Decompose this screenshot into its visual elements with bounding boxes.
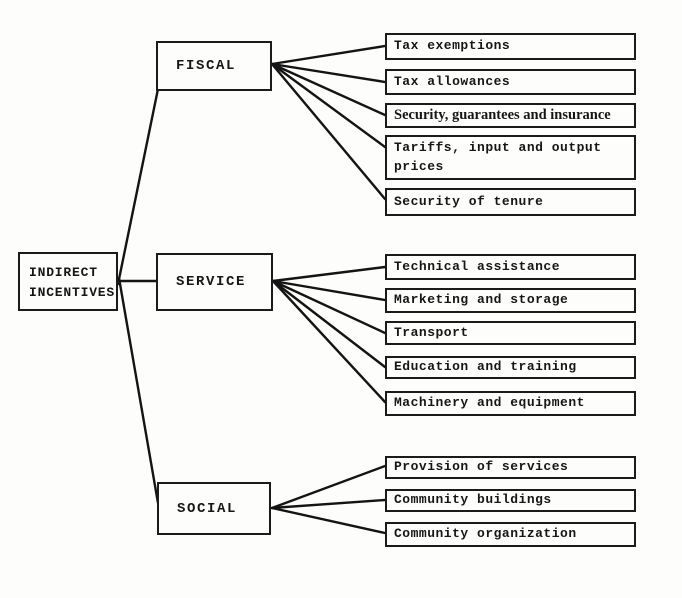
- leaf-label: Tax exemptions: [394, 38, 511, 54]
- leaf-label: Education and training: [394, 359, 577, 375]
- leaf-label: Provision of services: [394, 459, 569, 475]
- leaf-technical-assistance: Technical assistance: [385, 254, 636, 280]
- branch-label-social: SOCIAL: [177, 500, 238, 517]
- branch-node-service: SERVICE: [156, 253, 273, 311]
- root-label-line1: INDIRECT: [29, 265, 98, 280]
- leaf-label: Transport: [394, 324, 469, 340]
- branch-label-fiscal: FISCAL: [176, 58, 237, 74]
- line-service-leaf1: [271, 265, 387, 283]
- line-fiscal-leaf1: [270, 44, 387, 66]
- branch-node-social: SOCIAL: [157, 482, 271, 535]
- line-service-leaf3: [271, 279, 387, 335]
- line-fiscal-leaf2: [270, 62, 387, 84]
- leaf-education-and-training: Education and training: [385, 356, 636, 379]
- leaf-tax-exemptions: Tax exemptions: [385, 33, 636, 60]
- line-fiscal-leaf5: [270, 62, 387, 201]
- line-social-leaf3: [270, 506, 387, 535]
- leaf-label: Security, guarantees and insurance: [394, 107, 611, 123]
- leaf-tax-allowances: Tax allowances: [385, 69, 636, 95]
- leaf-provision-of-services: Provision of services: [385, 456, 636, 479]
- root-node-indirect-incentives: INDIRECT INCENTIVES: [18, 252, 118, 311]
- leaf-community-organization: Community organization: [385, 522, 636, 547]
- leaf-label: Tax allowances: [394, 73, 511, 89]
- leaf-label: Community buildings: [394, 492, 552, 508]
- line-root-social: [117, 276, 160, 505]
- line-fiscal-leaf4: [270, 62, 387, 149]
- root-label-line2: INCENTIVES: [29, 285, 116, 301]
- leaf-transport: Transport: [385, 321, 636, 345]
- leaf-label: Machinery and equipment: [394, 395, 585, 411]
- line-social-leaf1: [270, 464, 387, 510]
- leaf-tariffs-input-output-prices: Tariffs, input and output prices: [385, 135, 636, 180]
- leaf-label: Tariffs, input and output prices: [394, 139, 602, 174]
- line-root-fiscal: [116, 87, 160, 286]
- line-service-leaf5: [271, 279, 387, 404]
- branch-label-service: SERVICE: [176, 274, 247, 290]
- leaf-label: Marketing and storage: [394, 292, 569, 308]
- leaf-security-guarantees-insurance: Security, guarantees and insurance: [385, 103, 636, 128]
- line-fiscal-leaf3: [270, 62, 387, 117]
- leaf-label: Technical assistance: [394, 258, 561, 274]
- leaf-security-of-tenure: Security of tenure: [385, 188, 636, 216]
- leaf-community-buildings: Community buildings: [385, 489, 636, 512]
- line-service-leaf2: [271, 279, 387, 302]
- line-social-leaf2: [270, 498, 387, 510]
- leaf-label: Security of tenure: [394, 193, 544, 209]
- leaf-machinery-and-equipment: Machinery and equipment: [385, 391, 636, 416]
- branch-node-fiscal: FISCAL: [156, 41, 272, 91]
- leaf-label: Community organization: [394, 526, 577, 542]
- leaf-marketing-and-storage: Marketing and storage: [385, 288, 636, 313]
- line-service-leaf4: [271, 279, 387, 369]
